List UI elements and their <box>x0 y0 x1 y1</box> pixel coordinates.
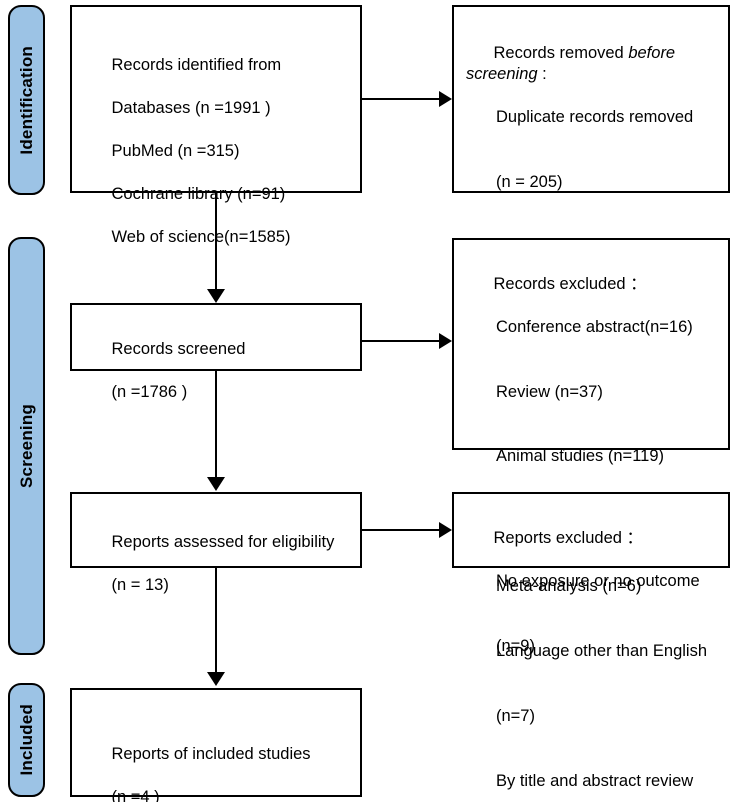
records-identified-line-1: Records identified from <box>111 55 282 74</box>
reports-included-line-1: Reports of included studies <box>111 744 311 763</box>
stage-identification-label: Identification <box>17 45 36 155</box>
records-excluded-item-6-count: (n=7) <box>496 706 535 725</box>
removed-before-screening-heading-prefix: Records removed <box>493 43 629 62</box>
stage-screening-label: Screening <box>17 404 36 488</box>
arrowhead-screened-to-excluded <box>439 333 452 349</box>
reports-excluded-item-1-count: (n=9) <box>496 636 535 655</box>
removed-before-screening-item-1-count: (n = 205) <box>496 173 563 192</box>
removed-before-screening-heading-italic-1: before <box>628 43 676 62</box>
removed-before-screening-heading-italic-2: screening <box>466 65 538 84</box>
records-excluded-item-7: By title and abstract review <box>496 771 694 790</box>
arrowhead-identified-to-removed <box>439 91 452 107</box>
records-identified-line-3: PubMed (n =315) <box>111 142 240 161</box>
records-excluded-heading: Records excluded ： <box>493 274 647 293</box>
records-excluded-item-2: Review (n=37) <box>496 382 603 401</box>
box-records-screened: Records screened (n =1786 ) <box>70 303 362 401</box>
stage-screening: Screening <box>8 237 45 655</box>
reports-assessed-line-1: Reports assessed for eligibility <box>111 532 335 551</box>
box-reports-of-included-studies: Reports of included studies (n =4 ) <box>70 688 362 802</box>
box-reports-excluded: Reports excluded ： No exposure or no out… <box>452 492 730 655</box>
connector-assessed-to-reports-excluded <box>362 529 440 531</box>
connector-assessed-to-included <box>215 568 217 672</box>
arrowhead-screened-to-assessed <box>207 477 225 491</box>
arrowhead-identified-to-screened <box>207 289 225 303</box>
stage-included-label: Included <box>17 704 36 776</box>
records-screened-line-2: (n =1786 ) <box>111 382 188 401</box>
records-excluded-item-1: Conference abstract(n=16) <box>496 317 693 336</box>
box-records-removed-before-screening: Records removed before screening : Duplic… <box>452 5 730 451</box>
connector-screened-to-assessed <box>215 371 217 477</box>
records-excluded-item-3: Animal studies (n=119) <box>496 447 664 466</box>
stage-included: Included <box>8 683 45 797</box>
connector-identified-to-removed <box>362 98 440 100</box>
box-records-excluded: Records excluded ： Conference abstract(n… <box>452 238 730 790</box>
reports-excluded-item-1: No exposure or no outcome <box>496 571 700 590</box>
box-records-identified: Records identified from Databases (n =19… <box>70 5 362 246</box>
records-identified-line-5: Web of science(n=1585) <box>111 228 291 247</box>
connector-identified-to-screened <box>215 193 217 289</box>
removed-before-screening-item-1: Duplicate records removed <box>496 108 694 127</box>
reports-included-line-2: (n =4 ) <box>111 787 160 802</box>
connector-screened-to-excluded <box>362 340 440 342</box>
records-screened-line-1: Records screened <box>111 339 246 358</box>
reports-assessed-line-2: (n = 13) <box>111 575 169 594</box>
arrowhead-assessed-to-reports-excluded <box>439 522 452 538</box>
removed-before-screening-heading-colon: : <box>537 65 547 84</box>
records-identified-line-2: Databases (n =1991 ) <box>111 98 271 117</box>
arrowhead-assessed-to-included <box>207 672 225 686</box>
records-excluded-item-5: Meta-analysis (n=6) <box>496 577 642 596</box>
reports-excluded-heading: Reports excluded ： <box>493 528 644 547</box>
box-reports-assessed-for-eligibility: Reports assessed for eligibility (n = 13… <box>70 492 362 594</box>
records-excluded-item-6: Language other than English <box>496 641 708 660</box>
stage-identification: Identification <box>8 5 45 195</box>
records-identified-line-4: Cochrane library (n=91) <box>111 185 286 204</box>
